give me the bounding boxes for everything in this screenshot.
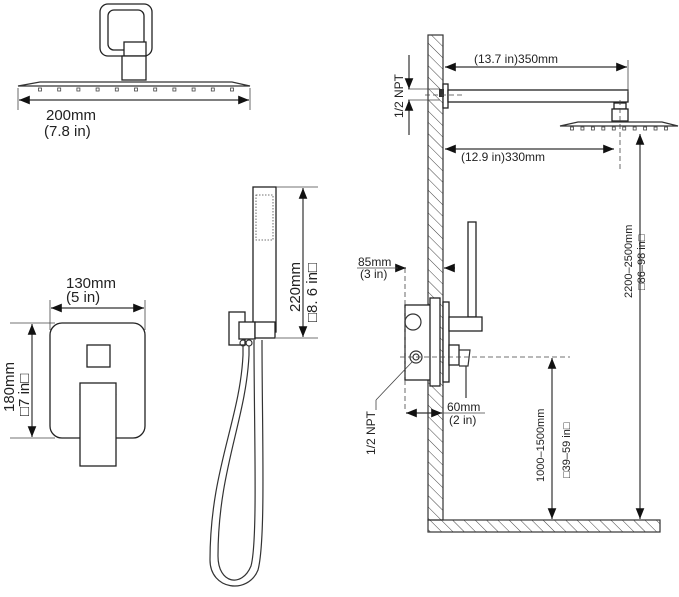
nozzle <box>38 87 42 92</box>
nozzle <box>230 87 234 92</box>
nozzle <box>172 87 177 92</box>
valve-plate-width-mm: 130mm <box>66 275 116 292</box>
arm-thread-dimension: 1/2 NPT <box>392 55 440 135</box>
nozzle <box>191 87 196 92</box>
valve-min-depth-mm: 60mm <box>447 400 480 414</box>
nozzle <box>643 126 648 131</box>
nozzle <box>611 126 616 131</box>
overhead-width-mm: 200mm <box>46 107 96 124</box>
hand-shower-length-in: □8. 6 in□ <box>304 263 321 322</box>
nozzle <box>622 126 627 131</box>
head-offset-dimension: (12.9 in)330mm <box>445 144 614 164</box>
wall-and-floor <box>427 34 661 533</box>
overhead-width-in: (7.8 in) <box>44 123 91 140</box>
valve-plate-width-dimension: 130mm (5 in) <box>49 275 146 330</box>
valve-plate-height-dimension: 180mm □7 in□ <box>1 322 55 439</box>
concealed-valve-body <box>400 221 570 410</box>
hand-shower-length-dimension: 220mm □8. 6 in□ <box>276 186 321 339</box>
nozzle <box>653 126 658 131</box>
valve-plate-width-in: (5 in) <box>66 289 100 306</box>
head-height-dimension: 2200–2500mm □86–98 in□ <box>623 134 648 519</box>
valve-height-dimension: 1000–1500mm □39–59 in□ <box>535 358 573 519</box>
nozzle <box>76 87 81 92</box>
nozzle <box>580 126 585 131</box>
shower-arm <box>425 83 679 170</box>
nozzle <box>632 126 637 131</box>
valve-plate-height-mm: 180mm <box>1 362 18 412</box>
nozzle <box>210 87 215 92</box>
arm-length-label: (13.7 in)350mm <box>474 52 558 66</box>
valve-height-in: □39–59 in□ <box>561 422 573 478</box>
valve-thread-label: 1/2 NPT <box>364 410 378 455</box>
arm-length-dimension: (13.7 in)350mm <box>445 52 629 92</box>
nozzle <box>134 87 138 92</box>
hand-shower <box>209 186 277 587</box>
arm-thread-label: 1/2 NPT <box>392 73 406 118</box>
head-offset-label: (12.9 in)330mm <box>461 150 545 164</box>
head-height-mm: 2200–2500mm <box>623 225 635 298</box>
valve-thread-callout: 1/2 NPT <box>364 361 413 455</box>
valve-min-depth-dimension: 60mm (2 in) <box>406 400 485 427</box>
valve-depth-in: (3 in) <box>360 267 387 281</box>
head-height-in: □86–98 in□ <box>636 234 648 290</box>
nozzle <box>153 87 158 92</box>
valve-trim-plate <box>49 322 146 467</box>
valve-plate-height-in: □7 in□ <box>16 374 33 416</box>
nozzle <box>570 126 574 131</box>
overhead-width-dimension: 200mm (7.8 in) <box>17 88 251 140</box>
valve-min-depth-in: (2 in) <box>449 413 476 427</box>
valve-depth-mm: 85mm <box>358 255 391 269</box>
nozzle <box>95 87 100 92</box>
overhead-shower-side-view <box>17 3 251 92</box>
nozzle <box>57 87 62 92</box>
nozzle <box>114 87 119 92</box>
nozzle <box>664 126 668 131</box>
nozzle <box>590 126 595 131</box>
valve-depth-dimension: 85mm (3 in) <box>357 255 455 281</box>
hand-shower-length-mm: 220mm <box>287 262 304 312</box>
nozzle <box>601 126 606 131</box>
valve-height-mm: 1000–1500mm <box>535 409 547 482</box>
